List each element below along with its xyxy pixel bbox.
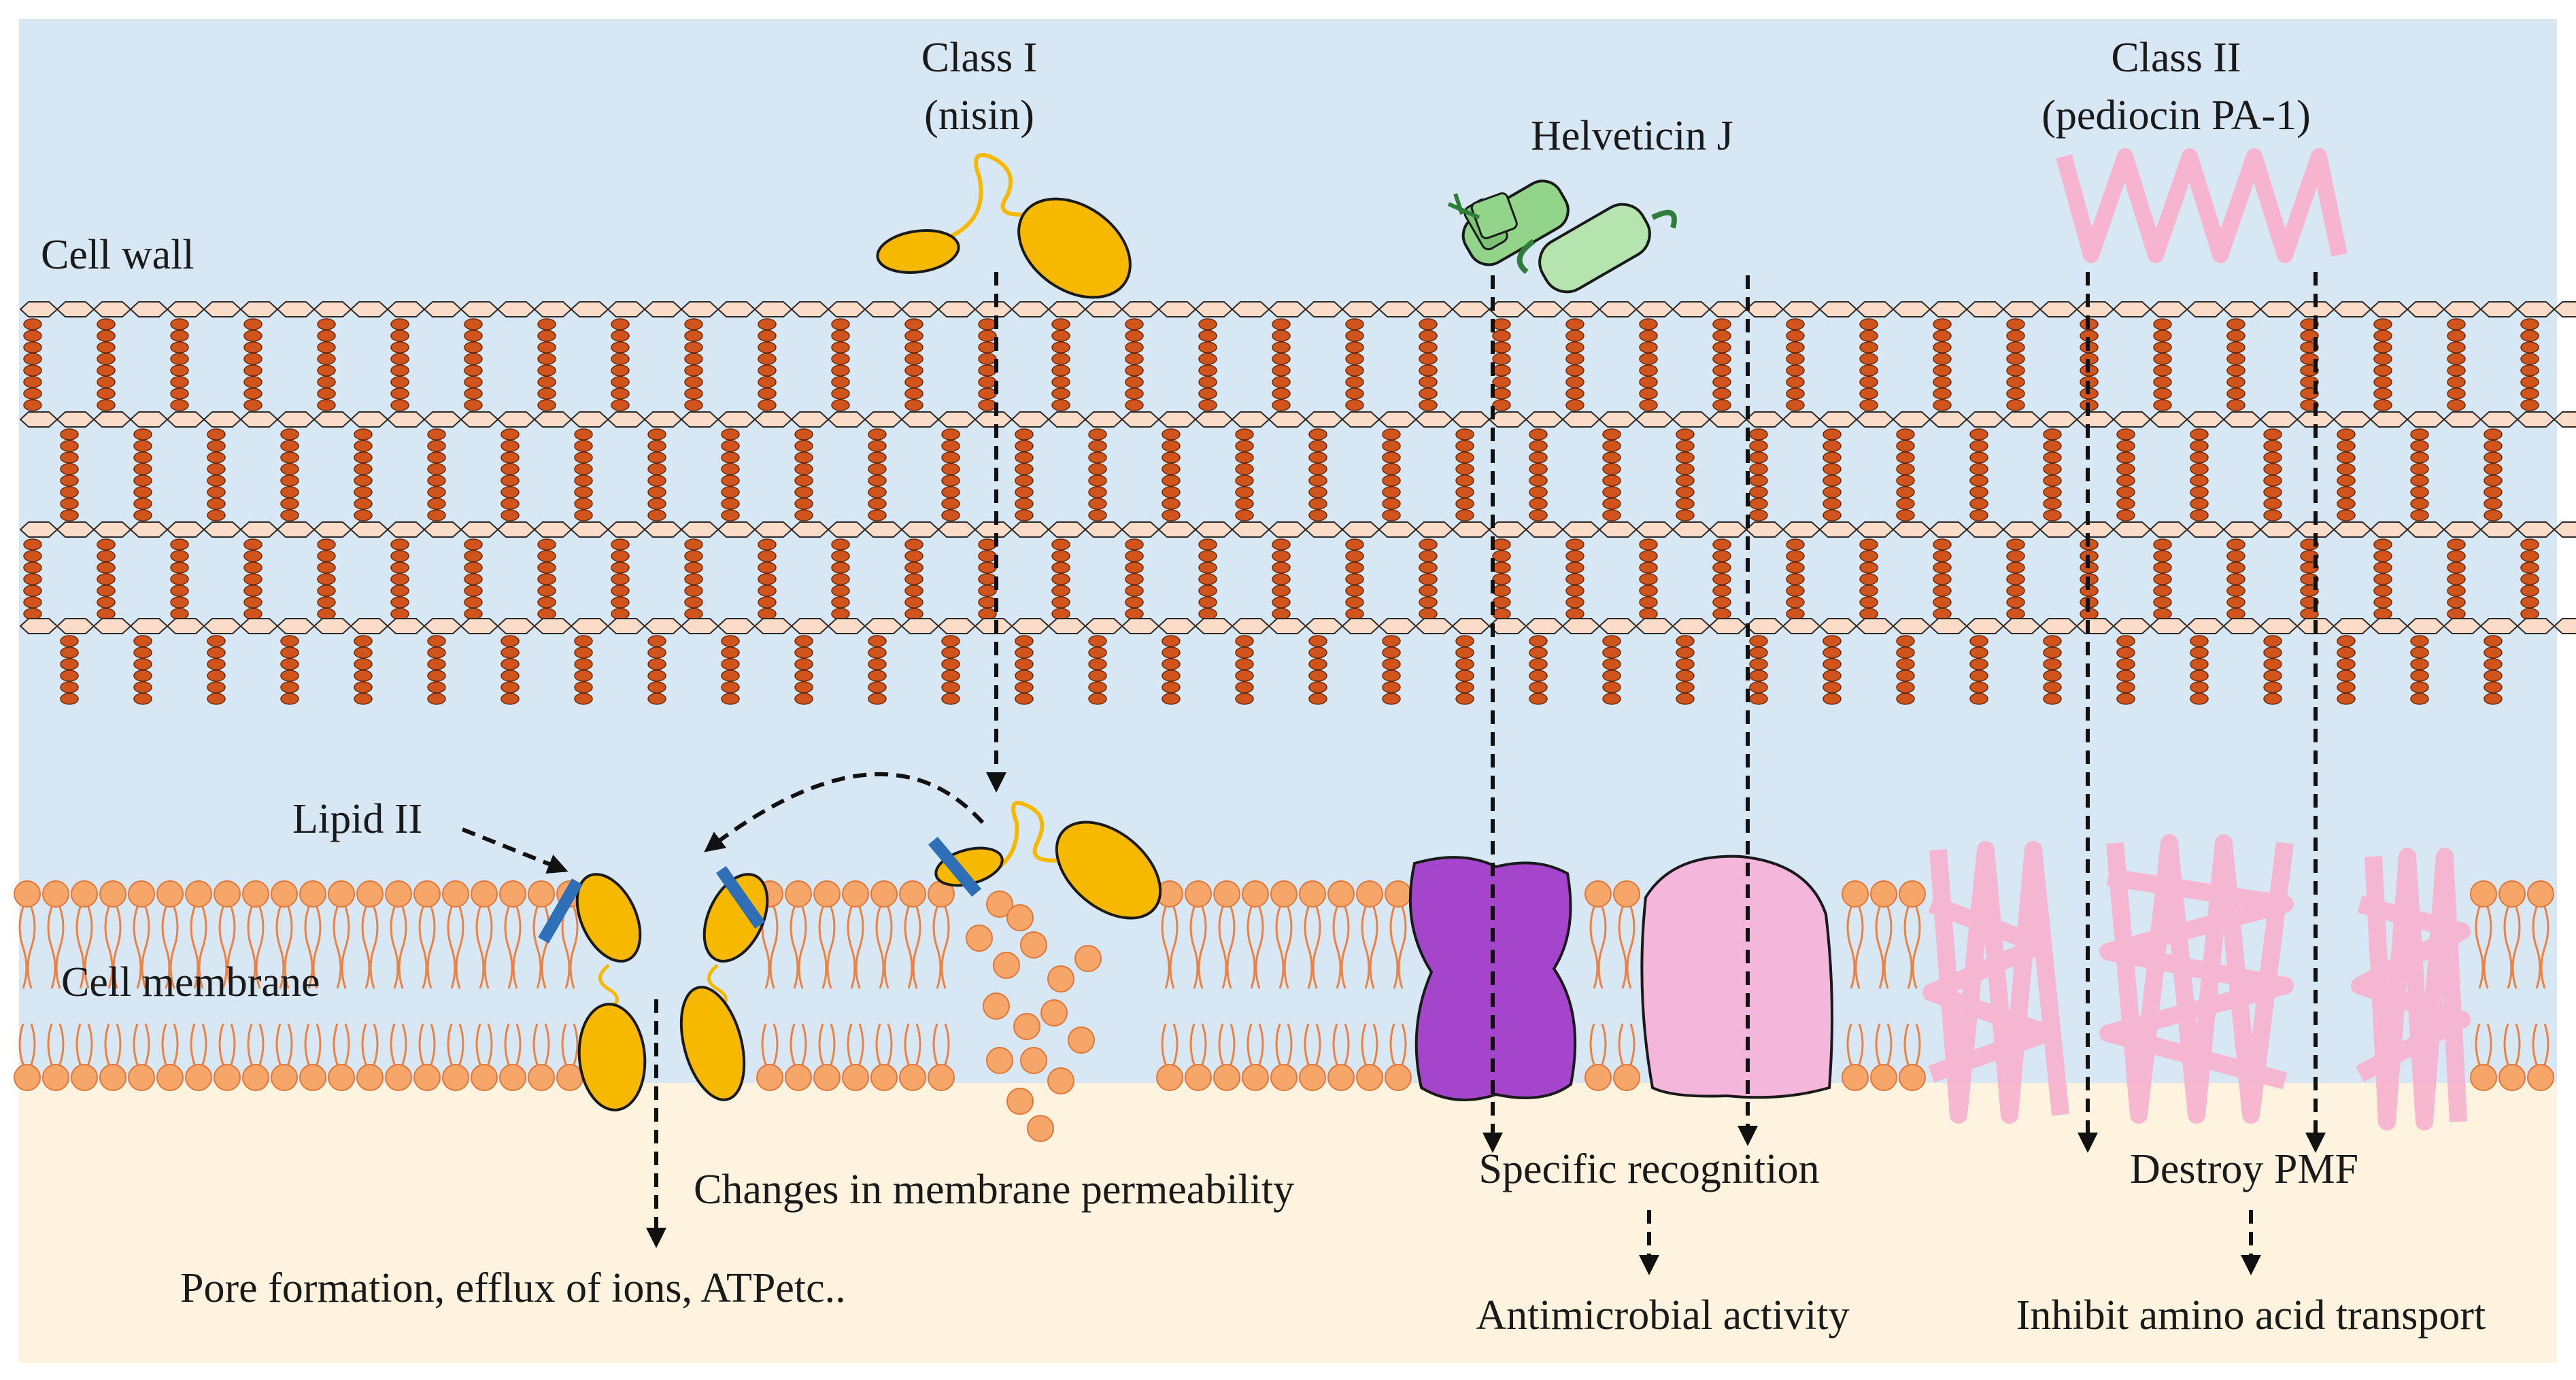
cell-wall-peptidoglycan	[19, 301, 2576, 705]
specific-recognition-label: Specific recognition	[1479, 1146, 1820, 1192]
arrow-lipid2	[461, 827, 569, 874]
nisin-free	[876, 153, 1132, 299]
class1-label-line2: (nisin)	[924, 92, 1034, 139]
class2-label-line1: Class II	[2111, 35, 2241, 81]
antimicrobial-activity-label: Antimicrobial activity	[1476, 1292, 1849, 1339]
helveticin-j-protein	[1447, 179, 1677, 294]
membrane-protein-pink	[1640, 855, 1833, 1099]
class2-label-line2: (pediocin PA-1)	[2041, 92, 2311, 139]
pore-formation-label: Pore formation, efflux of ions, ATPetc..	[180, 1265, 846, 1311]
class1-label-line1: Class I	[921, 35, 1038, 81]
dashed-arrows	[461, 272, 2326, 1275]
pediocin-membrane-insertion	[1922, 834, 2471, 1131]
nisin-pore-complex	[538, 865, 769, 1111]
inhibit-amino-acid-transport-label: Inhibit amino acid transport	[2016, 1292, 2486, 1339]
destroy-pmf-label: Destroy PMF	[2130, 1146, 2358, 1192]
arrow-nisin-curve	[704, 772, 985, 852]
membrane-permeability-label: Changes in membrane permeability	[694, 1167, 1294, 1213]
nisin-lipid2-binding	[928, 800, 1162, 920]
helveticin-label: Helveticin J	[1531, 113, 1733, 159]
cell-wall-label: Cell wall	[41, 232, 194, 278]
cytoplasm-background	[19, 1083, 2557, 1363]
cell-membrane-label: Cell membrane	[61, 959, 320, 1005]
cell-membrane-bilayer	[14, 880, 2554, 1142]
lipid2-label: Lipid II	[292, 796, 422, 842]
pediocin-pa1-free	[2056, 148, 2348, 263]
lipid2-mark	[538, 878, 583, 944]
